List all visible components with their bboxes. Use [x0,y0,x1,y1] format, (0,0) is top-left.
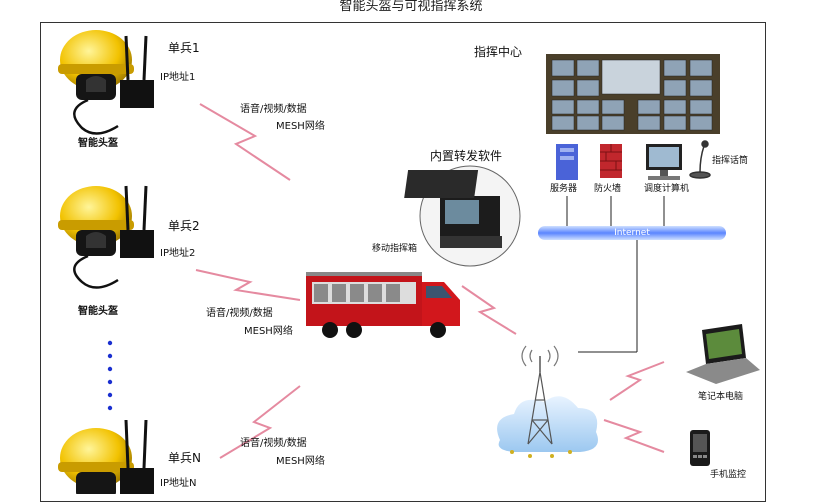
soldier-n-name: 单兵N [168,451,201,465]
helmet-1-icon [58,30,154,135]
link-2-line1: 语音/视频/数据 [206,308,273,319]
link-1-line2: MESH网络 [276,121,325,132]
firewall-label: 防火墙 [594,184,622,194]
dispatch-computer-icon [646,144,682,180]
link-3-line2: MESH网络 [276,456,325,467]
wireless-link-phone [603,419,665,453]
link-2-line2: MESH网络 [244,326,293,337]
mobile-box-label: 移动指挥箱 [372,244,418,254]
cell-tower-icon [497,345,598,458]
diagram-title: 智能头盔与可视指挥系统 [339,0,483,14]
command-center-label: 指挥中心 [474,45,523,59]
microphone-label: 指挥话筒 [712,156,749,166]
wireless-link-laptop [609,361,665,401]
link-1-line1: 语音/视频/数据 [240,104,307,115]
helmet-2-icon [58,185,154,289]
laptop-icon [686,324,760,384]
microphone-icon [689,140,711,179]
soldier-1-helmet-label: 智能头盔 [78,138,118,149]
phone-icon [690,430,710,466]
soldier-2-helmet-label: 智能头盔 [78,306,118,317]
fire-truck-icon [306,272,460,338]
dispatch-computer-label: 调度计算机 [644,184,690,194]
firewall-icon [600,144,622,178]
server-label: 服务器 [550,184,578,194]
wireless-link-3 [219,385,301,459]
soldier-2-name: 单兵2 [168,219,200,233]
phone-label: 手机监控 [710,470,747,480]
wireless-link-1 [199,103,291,181]
server-icon [556,144,578,180]
soldier-1-name: 单兵1 [168,41,200,55]
wireless-link-2 [195,269,301,301]
software-label: 内置转发软件 [430,149,503,163]
wireless-link-truck [461,285,517,335]
video-wall-icon [546,54,720,134]
soldier-1-ip: IP地址1 [160,72,196,83]
mobile-command-box-icon [404,165,521,267]
ellipsis-dots [107,340,113,411]
soldier-n-ip: IP地址N [160,478,197,489]
internet-bar: Internet [538,226,726,240]
soldier-2-ip: IP地址2 [160,248,196,259]
helmet-n-icon [58,419,154,494]
link-3-line1: 语音/视频/数据 [240,438,307,449]
laptop-label: 笔记本电脑 [698,392,744,402]
